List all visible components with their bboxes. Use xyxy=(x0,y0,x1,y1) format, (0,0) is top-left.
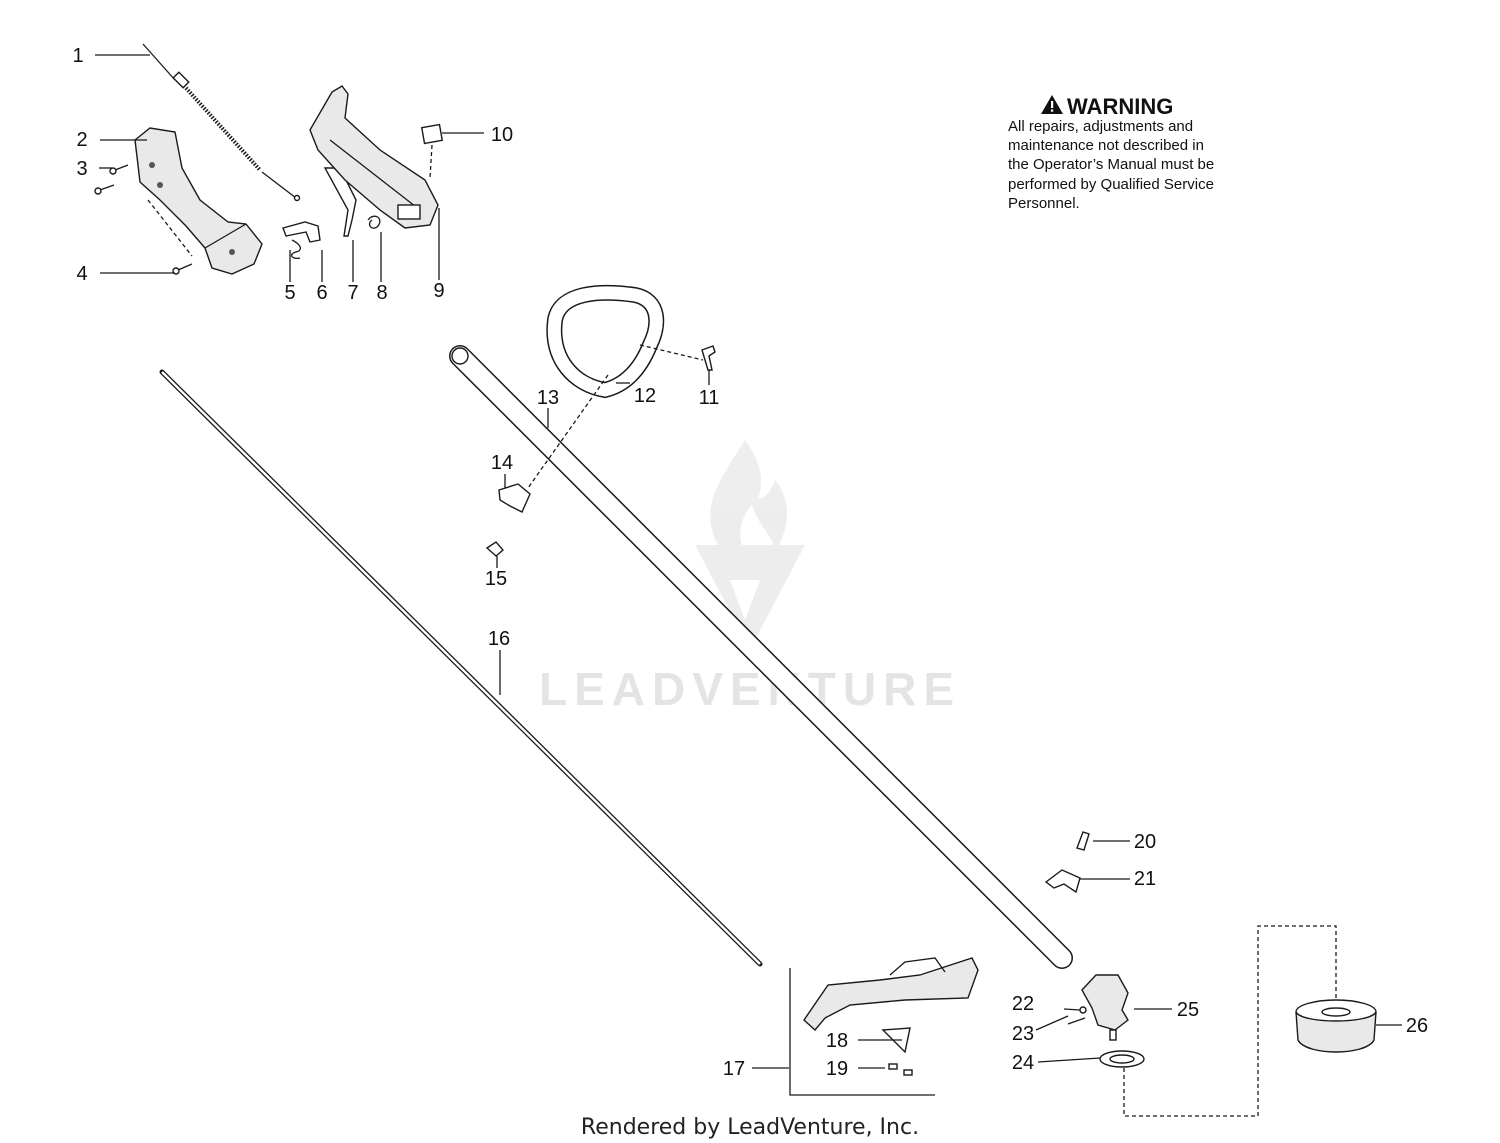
part-handle-half xyxy=(309,85,439,229)
part-throttle-cable xyxy=(142,43,301,202)
callout-17: 17 xyxy=(723,1058,745,1080)
callout-16: 16 xyxy=(488,628,510,650)
callout-13: 13 xyxy=(537,387,559,409)
callout-2: 2 xyxy=(76,129,87,151)
callout-15: 15 xyxy=(485,568,507,590)
callout-18: 18 xyxy=(826,1030,848,1052)
callout-14: 14 xyxy=(491,452,513,474)
part-shaft-tube xyxy=(449,345,1073,969)
callout-11: 11 xyxy=(699,387,720,409)
part-bolt-bracket xyxy=(1044,831,1090,894)
part-drive-shaft xyxy=(159,369,763,967)
callout-25: 25 xyxy=(1177,999,1199,1021)
callout-24: 24 xyxy=(1012,1052,1034,1074)
flame-logo-icon xyxy=(695,440,805,640)
callouts: 1 2 3 4 5 6 7 8 9 10 11 12 13 14 15 16 1… xyxy=(72,45,1428,1080)
warning-line-1: All repairs, adjustments and xyxy=(1008,118,1193,135)
warning-title: WARNING xyxy=(1067,94,1173,119)
part-d-handle xyxy=(546,284,716,399)
footer-credit: Rendered by LeadVenture, Inc. xyxy=(581,1115,919,1140)
callout-3: 3 xyxy=(76,158,87,180)
warning-line-5: Personnel. xyxy=(1008,195,1080,212)
part-handle-housing xyxy=(134,127,263,275)
callout-8: 8 xyxy=(376,282,387,304)
callout-1: 1 xyxy=(72,45,83,67)
callout-12: 12 xyxy=(634,385,656,407)
callout-4: 4 xyxy=(76,263,87,285)
callout-9: 9 xyxy=(433,280,444,302)
part-shield xyxy=(789,957,979,1096)
warning-line-4: performed by Qualified Service xyxy=(1008,176,1214,193)
warning-line-3: the Operator’s Manual must be xyxy=(1008,156,1214,173)
warning-triangle-icon xyxy=(1041,95,1063,114)
warning-line-2: maintenance not described in xyxy=(1008,137,1204,154)
part-trimmer-head xyxy=(1123,925,1377,1117)
leader-lines xyxy=(95,54,1402,1069)
callout-6: 6 xyxy=(316,282,327,304)
callout-21: 21 xyxy=(1134,868,1156,890)
warning-block: WARNING All repairs, adjustments and mai… xyxy=(1008,94,1214,212)
callout-5: 5 xyxy=(284,282,295,304)
part-gear-head xyxy=(1063,974,1145,1068)
watermark: LEADVENTURE xyxy=(539,440,961,715)
callout-7: 7 xyxy=(347,282,358,304)
part-clamp xyxy=(485,374,609,557)
part-switch xyxy=(420,123,444,179)
callout-19: 19 xyxy=(826,1058,848,1080)
callout-22: 22 xyxy=(1012,993,1034,1015)
callout-10: 10 xyxy=(491,124,513,146)
callout-26: 26 xyxy=(1406,1015,1428,1037)
callout-23: 23 xyxy=(1012,1023,1034,1045)
callout-20: 20 xyxy=(1134,831,1156,853)
watermark-text: LEADVENTURE xyxy=(539,663,961,715)
